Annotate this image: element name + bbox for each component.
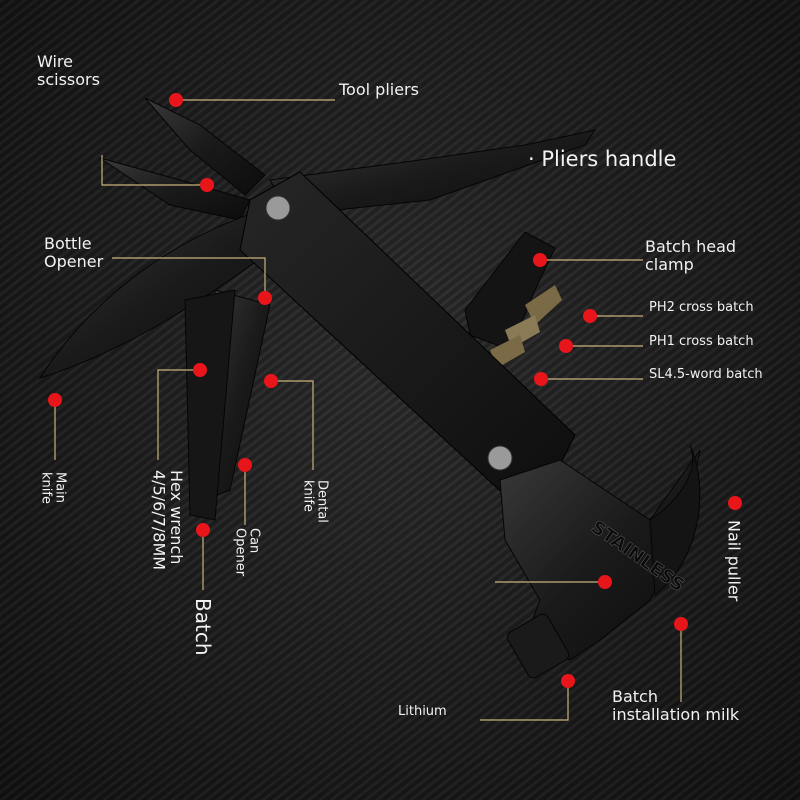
label-lithium: Lithium [398,704,447,719]
label-batch-installation: Batch installation milk [612,687,740,724]
lower-plier-jaw [99,157,251,221]
nail-claw [649,444,701,596]
label-nail-puller: Nail puller [724,520,744,602]
label-ph1: PH1 cross batch [649,334,754,349]
label-bottle-opener: Bottle Opener [44,234,104,271]
label-pliers-handle: · Pliers handle [528,147,677,171]
label-main-knife: Main knife [38,472,68,504]
hammer-cap [506,613,570,679]
label-batch: Batch [191,598,215,656]
label-wire-scissors: Wire scissors [37,52,100,89]
label-hex-wrench: Hex wrench 4/5/6/7/8MM [149,470,187,571]
callout-markers [48,93,742,688]
label-sl45: SL4.5-word batch [649,367,763,382]
label-can-opener: Can Opener [232,528,262,577]
label-ph2: PH2 cross batch [649,300,754,315]
upper-plier-jaw [144,97,266,196]
label-dental-knife: Dental knife [300,480,330,523]
label-batch-head-clamp: Batch head clamp [645,237,737,274]
wrench-tool [184,289,236,521]
label-tool-pliers: Tool pliers [339,80,419,99]
leader-lines [54,99,682,721]
